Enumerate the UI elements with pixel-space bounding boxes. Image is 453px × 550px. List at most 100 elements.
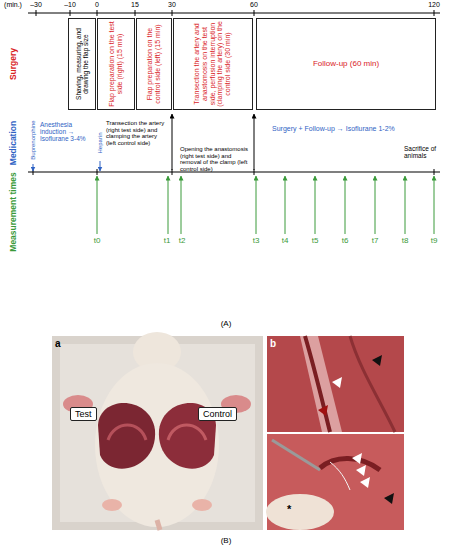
text-label: a (55, 338, 61, 349)
measurement-arrow (405, 176, 406, 234)
box-text: Control (203, 409, 232, 419)
event-arrow (254, 114, 255, 170)
event-arrow (172, 114, 173, 170)
text-label: 15 (131, 1, 139, 9)
arrowhead-marker (318, 405, 328, 416)
process-box: Shaving, measuring, and drawing the flap… (68, 18, 96, 110)
axis-tick (97, 169, 98, 175)
time-axis (28, 10, 440, 16)
medication-arrow (33, 164, 34, 171)
box-text: Flap preparation on the test side (right… (108, 21, 124, 107)
arrowhead-marker (332, 377, 342, 388)
photo-anastomosis-detail (266, 434, 404, 530)
measurement-arrow (168, 176, 169, 234)
rat-body (95, 363, 219, 527)
vessel-bed (300, 336, 342, 432)
text-label: t6 (342, 237, 349, 246)
text-label: Opening the anastomosis (right test side… (180, 146, 250, 172)
tissue (108, 425, 146, 440)
box-text: Flap preparation on the control side (le… (146, 21, 162, 107)
measurement-axis (28, 169, 440, 175)
box-text: Follow-up (60 min) (260, 60, 432, 69)
measurement-arrows (97, 176, 434, 234)
text-label: Surgery + Follow-up → Isoflurane 1-2% (272, 125, 422, 133)
measurement-arrow (256, 176, 257, 234)
measurement-arrow (434, 176, 435, 234)
tissue (267, 434, 404, 530)
text-label: t9 (431, 237, 438, 246)
vein (350, 336, 395, 432)
box-text: Transection the artery and anastomosis o… (193, 21, 232, 107)
arrowhead-marker (360, 477, 370, 488)
measurement-arrow (181, 176, 182, 234)
axis-line (28, 171, 440, 172)
label-box: Test (70, 407, 97, 421)
text-label: 120 (428, 1, 440, 9)
axis-tick (172, 10, 173, 16)
medication-arrow (100, 161, 101, 171)
row-label: Measurement times (9, 167, 18, 257)
rat-leg (102, 499, 122, 511)
text-label: t3 (253, 237, 260, 246)
text-label: b (270, 338, 276, 349)
text-label: 0 (95, 1, 99, 9)
axis-tick (434, 169, 435, 175)
text-label: 60 (250, 1, 258, 9)
label-box: Control (198, 407, 237, 421)
axis-tick (254, 10, 255, 16)
text-label: t1 (164, 237, 171, 246)
row-label: Buprenorphine (30, 115, 37, 165)
row-label: Heparin (97, 127, 104, 159)
axis-tick (135, 10, 136, 16)
flap-wound (98, 403, 155, 469)
text-label: Anesthesia induction → Isoflurane 3-4% (40, 121, 94, 142)
process-box: Transection the artery and anastomosis o… (173, 18, 253, 110)
process-box: Flap preparation on the control side (le… (136, 18, 172, 110)
measurement-arrow (97, 176, 98, 234)
measurement-arrow (375, 176, 376, 234)
row-label: Surgery (9, 19, 18, 109)
tissue (267, 336, 404, 432)
text-label: t8 (402, 237, 409, 246)
text-label: Sacrifice of animals (404, 145, 448, 159)
axis-tick (97, 10, 98, 16)
axis-tick (36, 10, 37, 16)
arrowhead-marker (356, 465, 366, 476)
box-text: Test (75, 409, 92, 419)
artery (305, 336, 330, 432)
measurement-arrow (315, 176, 316, 234)
text-label: t7 (372, 237, 379, 246)
process-box: Flap preparation on the test side (right… (97, 18, 135, 110)
text-label: (min.) (4, 1, 22, 9)
text-label: t0 (94, 237, 101, 246)
artery (320, 458, 380, 470)
row-label: Medication (9, 113, 18, 173)
suture (330, 462, 350, 490)
measurement-arrow (285, 176, 286, 234)
text-label: t4 (282, 237, 289, 246)
text-label: t5 (312, 237, 319, 246)
text-label: 30 (168, 1, 176, 9)
axis-tick (434, 10, 435, 16)
text-label: –30 (30, 1, 42, 9)
tissue (168, 425, 206, 440)
text-label: Transection the artery (right test side)… (106, 120, 168, 146)
process-box: Follow-up (60 min) (256, 18, 436, 110)
text-label: * (287, 503, 291, 515)
text-label: (B) (221, 537, 232, 546)
axis-line (28, 13, 440, 14)
photo-anastomosis (267, 336, 404, 432)
axis-tick (70, 10, 71, 16)
box-text: Shaving, measuring, and drawing the flap… (75, 21, 90, 107)
rat-leg (192, 499, 212, 511)
text-label: (A) (221, 320, 232, 329)
arrowhead-marker (372, 355, 382, 366)
arrowhead-marker (352, 453, 362, 464)
measurement-arrow (345, 176, 346, 234)
text-label: t2 (179, 237, 186, 246)
text-label: –10 (64, 1, 76, 9)
instrument (272, 440, 320, 470)
rat-tail (157, 520, 160, 530)
arrowhead-marker (384, 493, 394, 504)
